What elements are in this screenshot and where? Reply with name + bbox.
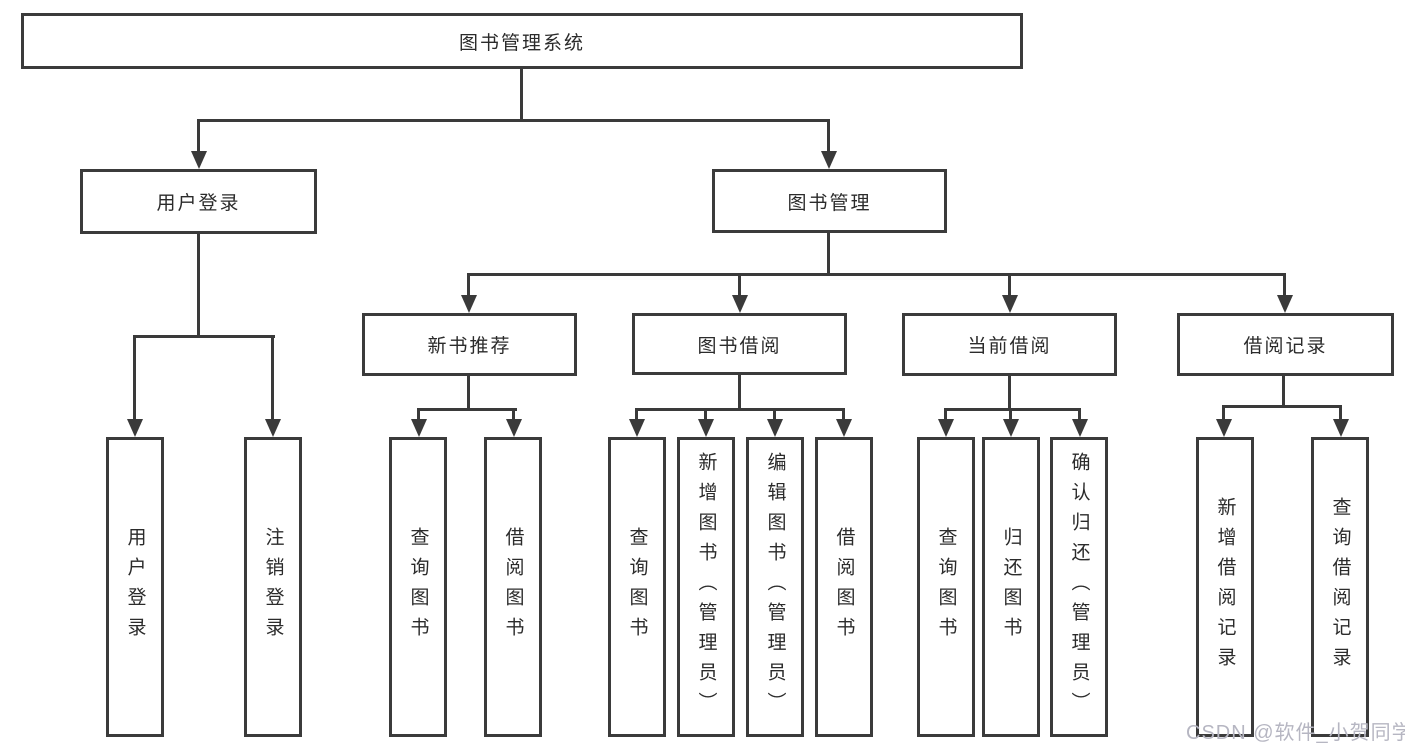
connector-line — [133, 335, 136, 419]
node-label: 图书借阅 — [697, 335, 782, 357]
connector-line — [704, 408, 707, 419]
connector-line — [773, 408, 776, 419]
node-new-book-recommend: 新书推荐 — [362, 313, 577, 376]
node-leaf-recommend-borrow-book: 借阅图书 — [484, 437, 542, 737]
connector-line — [944, 408, 947, 419]
node-label: 注销登录 — [262, 527, 284, 647]
connector-line — [635, 408, 845, 411]
connector-line — [827, 119, 830, 153]
node-label: 新书推荐 — [427, 336, 512, 357]
node-label: 新增借阅记录 — [1214, 497, 1236, 677]
arrow-down-icon — [767, 419, 783, 437]
connector-line — [738, 273, 741, 295]
node-label: 查询图书 — [935, 527, 957, 647]
connector-line — [520, 69, 523, 121]
node-book-management: 图书管理 — [712, 169, 947, 233]
arrow-down-icon — [1003, 419, 1019, 437]
connector-line — [467, 273, 470, 295]
node-leaf-current-query-book: 查询图书 — [917, 437, 975, 737]
node-leaf-borrow-borrow-book: 借阅图书 — [815, 437, 873, 737]
connector-line — [512, 408, 515, 419]
node-leaf-user-login: 用户登录 — [106, 437, 164, 737]
arrow-down-icon — [1002, 295, 1018, 313]
arrow-down-icon — [411, 419, 427, 437]
arrow-down-icon — [1072, 419, 1088, 437]
connector-line — [271, 335, 274, 419]
arrow-down-icon — [698, 419, 714, 437]
connector-line — [1008, 376, 1011, 410]
connector-line — [1009, 408, 1012, 419]
node-user-login: 用户登录 — [80, 169, 317, 234]
node-label: 查询图书 — [407, 527, 429, 647]
node-leaf-current-return-book: 归还图书 — [982, 437, 1040, 737]
node-label: 归还图书 — [1000, 527, 1022, 647]
node-book-borrow: 图书借阅 — [632, 313, 847, 375]
node-current-borrow: 当前借阅 — [902, 313, 1117, 376]
connector-line — [738, 375, 741, 410]
connector-line — [417, 408, 517, 411]
connector-line — [635, 408, 638, 419]
connector-line — [467, 376, 470, 410]
node-label: 新增图书（管理员） — [695, 452, 717, 722]
node-leaf-recommend-query-book: 查询图书 — [389, 437, 447, 737]
node-leaf-record-query: 查询借阅记录 — [1311, 437, 1369, 737]
node-label: 确认归还（管理员） — [1068, 452, 1090, 722]
node-leaf-record-add: 新增借阅记录 — [1196, 437, 1254, 737]
connector-line — [1339, 405, 1342, 419]
connector-line — [842, 408, 845, 419]
arrow-down-icon — [127, 419, 143, 437]
connector-line — [1078, 408, 1081, 419]
node-leaf-borrow-add-book: 新增图书（管理员） — [677, 437, 735, 737]
connector-line — [1222, 405, 1225, 419]
connector-line — [1222, 405, 1342, 408]
connector-line — [944, 408, 1081, 411]
node-label: 编辑图书（管理员） — [764, 452, 786, 722]
node-label: 查询借阅记录 — [1329, 497, 1351, 677]
node-label: 借阅图书 — [833, 527, 855, 647]
watermark-text: CSDN @软件_小贺同学 — [1186, 722, 1405, 744]
arrow-down-icon — [629, 419, 645, 437]
node-label: 查询图书 — [626, 527, 648, 647]
connector-line — [1283, 273, 1286, 295]
arrow-down-icon — [191, 151, 207, 169]
connector-line — [133, 335, 275, 338]
connector-line — [467, 273, 1286, 276]
arrow-down-icon — [836, 419, 852, 437]
arrow-down-icon — [821, 151, 837, 169]
node-label: 用户登录 — [124, 527, 146, 647]
connector-line — [417, 408, 420, 419]
arrow-down-icon — [1333, 419, 1349, 437]
node-leaf-borrow-query-book: 查询图书 — [608, 437, 666, 737]
node-library-management-system: 图书管理系统 — [21, 13, 1023, 69]
connector-line — [197, 234, 200, 337]
arrow-down-icon — [1277, 295, 1293, 313]
node-borrow-record: 借阅记录 — [1177, 313, 1394, 376]
node-label: 图书管理系统 — [458, 32, 585, 54]
arrow-down-icon — [506, 419, 522, 437]
connector-line — [827, 233, 830, 275]
connector-line — [1282, 376, 1285, 407]
node-label: 借阅图书 — [502, 527, 524, 647]
node-label: 当前借阅 — [967, 336, 1052, 357]
arrow-down-icon — [1216, 419, 1232, 437]
arrow-down-icon — [265, 419, 281, 437]
node-label: 借阅记录 — [1243, 336, 1328, 357]
arrow-down-icon — [732, 295, 748, 313]
arrow-down-icon — [938, 419, 954, 437]
arrow-down-icon — [461, 295, 477, 313]
connector-line — [1008, 273, 1011, 295]
node-leaf-current-confirm-return: 确认归还（管理员） — [1050, 437, 1108, 737]
connector-line — [197, 119, 830, 122]
node-label: 图书管理 — [787, 192, 872, 214]
connector-line — [197, 119, 200, 153]
node-leaf-logout: 注销登录 — [244, 437, 302, 737]
node-label: 用户登录 — [156, 193, 241, 214]
node-leaf-borrow-edit-book: 编辑图书（管理员） — [746, 437, 804, 737]
